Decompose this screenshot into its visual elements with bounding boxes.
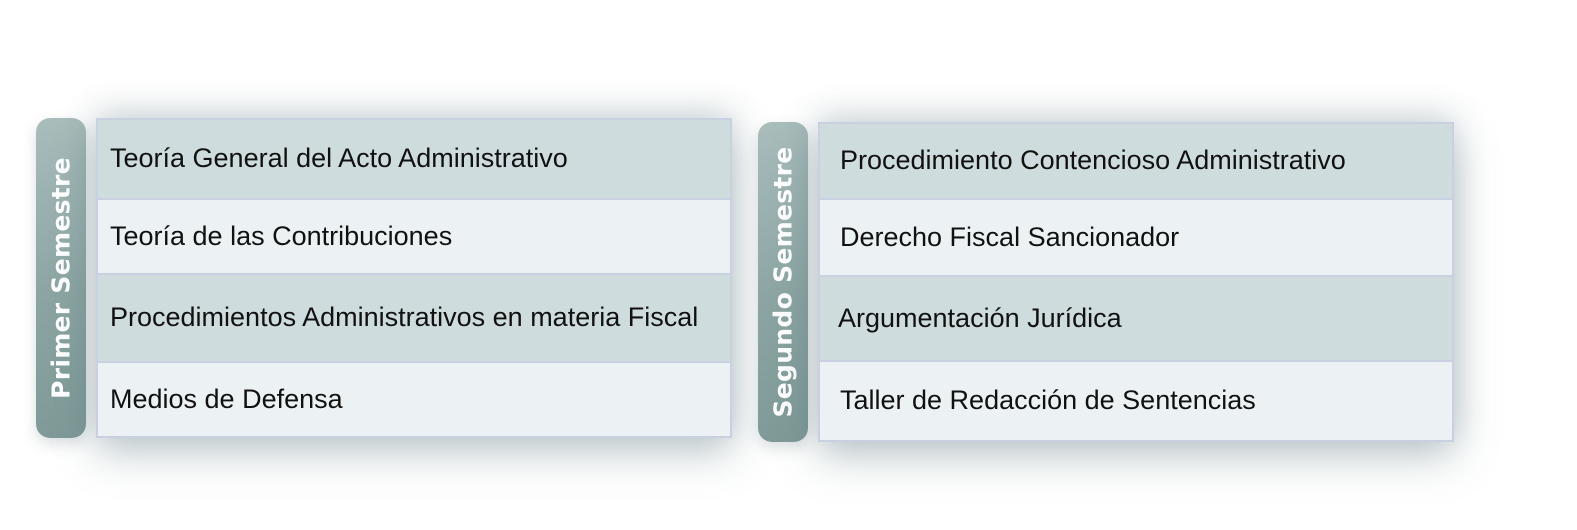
course-row: Teoría General del Acto Administrativo [98,120,730,200]
course-row: Derecho Fiscal Sancionador [820,200,1452,277]
course-name: Procedimientos Administrativos en materi… [110,302,699,333]
course-row: Taller de Redacción de Sentencias [820,362,1452,440]
course-name: Teoría General del Acto Administrativo [110,143,568,174]
first-semester-label: Primer Semestre [46,157,76,399]
course-row: Teoría de las Contribuciones [98,200,730,275]
second-semester-label: Segundo Semestre [768,146,798,418]
first-semester-group: Primer Semestre Teoría General del Acto … [36,118,732,438]
first-semester-course-list: Teoría General del Acto Administrativo T… [96,118,732,438]
course-name: Medios de Defensa [110,383,343,414]
course-name: Argumentación Jurídica [838,302,1122,333]
course-row: Argumentación Jurídica [820,277,1452,362]
course-name: Teoría de las Contribuciones [110,220,453,251]
first-semester-tab: Primer Semestre [36,118,86,438]
course-row: Procedimiento Contencioso Administrativo [820,124,1452,200]
course-name: Derecho Fiscal Sancionador [840,221,1180,252]
second-semester-tab: Segundo Semestre [758,122,808,442]
course-row: Medios de Defensa [98,363,730,436]
course-row: Procedimientos Administrativos en materi… [98,275,730,363]
course-name: Taller de Redacción de Sentencias [840,385,1256,416]
second-semester-group: Segundo Semestre Procedimiento Contencio… [758,122,1454,442]
course-name: Procedimiento Contencioso Administrativo [840,145,1346,176]
second-semester-course-list: Procedimiento Contencioso Administrativo… [818,122,1454,442]
